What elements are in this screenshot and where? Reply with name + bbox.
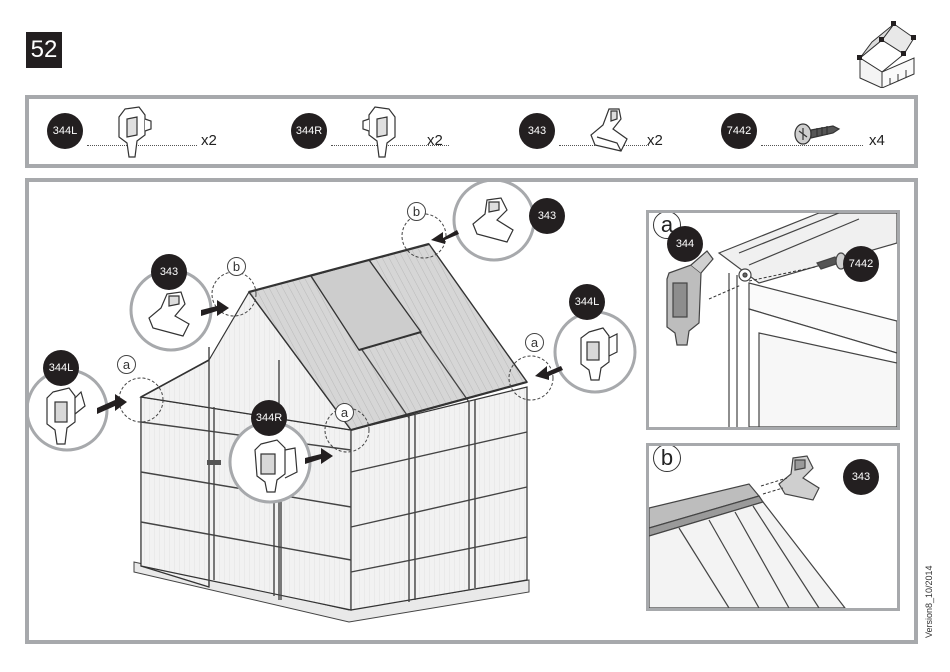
ridge-cap-icon	[587, 105, 633, 157]
callout-badge: 7442	[843, 246, 879, 282]
callout-badge: 344	[667, 226, 703, 262]
part-344l: 344L x2	[47, 99, 267, 164]
callout-badge: 344R	[251, 400, 287, 436]
callout-letter: a	[335, 403, 354, 422]
part-quantity: x4	[869, 132, 885, 149]
part-quantity: x2	[201, 132, 217, 149]
part-7442: 7442 x4	[721, 99, 901, 164]
corner-cap-right-icon	[355, 105, 405, 159]
part-343: 343 x2	[519, 99, 679, 164]
callout-letter: b	[227, 257, 246, 276]
callout-badge: 343	[843, 459, 879, 495]
detail-a-panel: a 344 7442	[646, 210, 900, 430]
callout-letter: b	[407, 202, 426, 221]
main-assembly-frame: 344L a 343 b 343 b 344R a 344L a	[25, 178, 918, 644]
greenhouse-thumbnail-icon	[852, 18, 922, 88]
detail-b-panel: b 343	[646, 443, 900, 611]
step-number: 52	[26, 32, 62, 68]
part-id-badge: 344L	[47, 113, 83, 149]
detail-b-letter: b	[653, 444, 681, 472]
corner-cap-left-icon	[109, 105, 159, 159]
part-id-badge: 344R	[291, 113, 327, 149]
part-quantity: x2	[647, 132, 663, 149]
version-label: Version8_10/2014	[924, 565, 934, 638]
callout-badge: 344L	[43, 350, 79, 386]
part-quantity: x2	[427, 132, 443, 149]
screw-icon	[793, 117, 841, 147]
part-id-badge: 343	[519, 113, 555, 149]
callout-badge: 343	[529, 198, 565, 234]
callout-letter: a	[525, 333, 544, 352]
callout-badge: 343	[151, 254, 187, 290]
part-344r: 344R x2	[291, 99, 511, 164]
callout-letter: a	[117, 355, 136, 374]
part-id-badge: 7442	[721, 113, 757, 149]
callout-badge: 344L	[569, 284, 605, 320]
parts-list: 344L x2 344R x2 343	[25, 95, 918, 168]
